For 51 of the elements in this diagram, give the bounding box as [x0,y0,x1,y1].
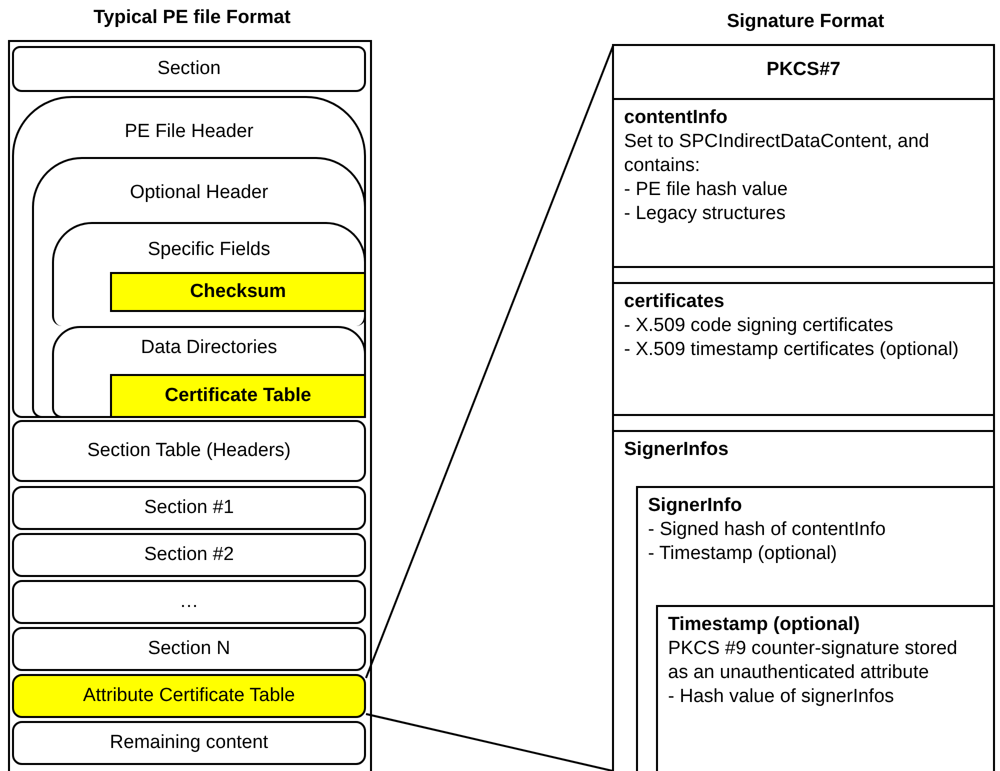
section-box [12,46,366,92]
box-heading: SignerInfos [624,438,730,462]
list-item: - Timestamp (optional) [648,542,838,566]
section-box [12,627,366,671]
box-heading: Timestamp (optional) [668,613,861,637]
list-item: - Legacy structures [624,202,787,226]
structure-box [612,282,995,416]
zoom-line [366,713,614,771]
section-box [12,533,366,577]
fields-box [52,222,366,326]
structure-box [612,430,995,771]
section-box [12,486,366,530]
list-item: - X.509 timestamp certificates (optional) [624,338,960,362]
header-box [12,96,366,418]
list-item: - Hash value of signerInfos [668,685,896,709]
box-label: Checksum [188,280,288,304]
zoom-line [365,46,614,678]
box-text: PKCS #9 counter-signature stored as an unauthenticated attribute [668,637,958,685]
list-item: - X.509 code signing certificates [624,314,894,338]
box-label: … [178,590,200,614]
box-text: Set to SPCIndirectDataContent, and contains: [624,130,930,178]
panel-title: Typical PE file Format [92,6,292,30]
panel-title: Signature Format [726,10,886,34]
field-box [110,374,366,418]
box-label: Section Table (Headers) [86,439,292,463]
box-label: Data Directories [140,336,278,360]
box-label: Attribute Certificate Table [82,684,296,708]
header-box [32,157,366,418]
structure-box [656,605,995,771]
box-heading: SignerInfo [648,494,743,518]
box-heading: certificates [624,290,726,314]
section-box [12,580,366,624]
box-label: Optional Header [128,181,270,205]
section-box [12,420,366,482]
section-box [12,721,366,765]
box-label: Section #1 [143,496,235,520]
box-label: Remaining content [108,731,270,755]
list-item: - PE file hash value [624,178,789,202]
box-label: Section N [146,637,232,661]
box-label: PE File Header [124,120,254,144]
structure-box [636,486,995,771]
directories-box [52,326,366,418]
box-label: Specific Fields [146,238,272,262]
box-label: Section #2 [143,543,235,567]
field-box [110,272,366,312]
box-label: Certificate Table [164,384,312,408]
box-heading: PKCS#7 [766,58,842,82]
list-item: - Signed hash of contentInfo [648,518,887,542]
box-heading: contentInfo [624,106,728,130]
section-box [12,674,366,718]
box-label: Section [156,57,222,81]
